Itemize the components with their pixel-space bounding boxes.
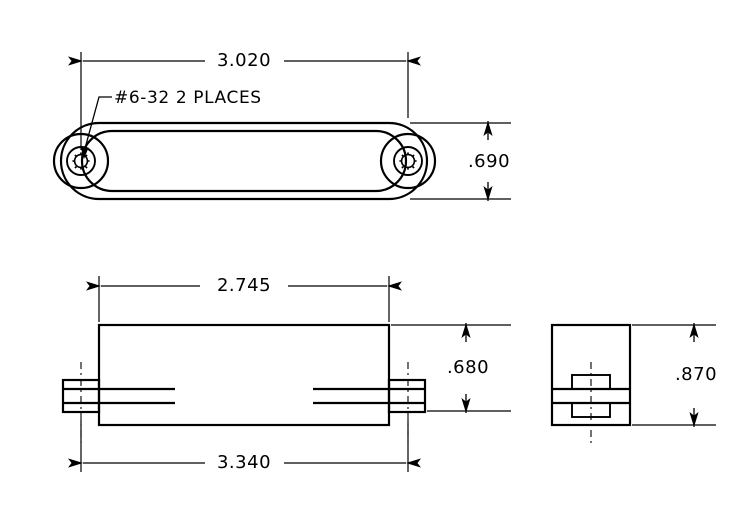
- dimension-top-height: .690: [410, 121, 511, 201]
- top-view-right-lug-boss: [393, 146, 423, 176]
- dimension-front-inner-width: 2.745: [86, 275, 402, 322]
- top-view-left-threaded-hole: [72, 152, 90, 170]
- top-view-inner-outline: [80, 129, 408, 193]
- front-view-right-ear: [313, 378, 427, 414]
- top-view-right-lug-outer: [379, 132, 437, 190]
- front-view-left-ear: [61, 378, 175, 414]
- dimension-label-690: .690: [468, 151, 510, 172]
- dimension-label-870: .870: [675, 364, 717, 385]
- top-view-right-threaded-hole: [399, 152, 417, 170]
- leader-arrowhead: [80, 145, 89, 159]
- dimension-label-2745: 2.745: [217, 275, 271, 296]
- dimension-front-height: .680: [391, 323, 511, 413]
- note-thread-callout-group: #6-32 2 PLACES: [80, 88, 262, 159]
- dimension-side-height: .870: [632, 323, 717, 427]
- dimension-label-3340: 3.340: [217, 452, 271, 473]
- top-view-outer-outline: [59, 121, 429, 201]
- dimension-top-overall-width: 3.020: [68, 50, 421, 150]
- dimension-label-680: .680: [447, 357, 489, 378]
- front-view-body-outline: [97, 323, 391, 427]
- front-view-group: 2.745 .680 3.340: [61, 275, 511, 473]
- top-view-group: 3.020 .690 #6-32 2 PLACES: [52, 50, 511, 201]
- side-view-group: .870: [550, 323, 717, 443]
- dimension-front-overall-width: 3.340: [68, 420, 421, 473]
- note-thread-callout-label: #6-32 2 PLACES: [114, 88, 262, 108]
- dimension-label-3020: 3.020: [217, 50, 271, 71]
